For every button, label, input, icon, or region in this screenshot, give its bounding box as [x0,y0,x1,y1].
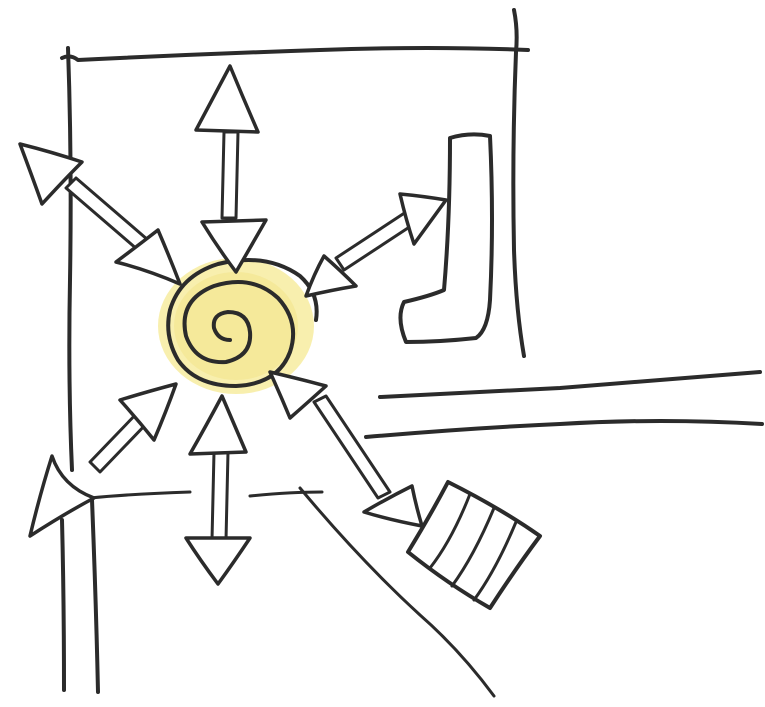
arrow-up [194,64,268,274]
arrow-up-right [304,192,448,298]
road-vertical [60,498,100,694]
arrow-down-right [268,370,424,528]
center-highlight [158,258,314,394]
path-diagonal [88,486,496,698]
rectangular-block [406,480,542,610]
l-shaped-block [398,132,494,344]
arrow-down-left [28,382,178,538]
building-outline [60,8,530,472]
arrow-up-left [18,142,182,286]
spiral-icon [166,258,319,388]
road-horizontal [364,370,764,439]
arrow-down [184,394,252,586]
